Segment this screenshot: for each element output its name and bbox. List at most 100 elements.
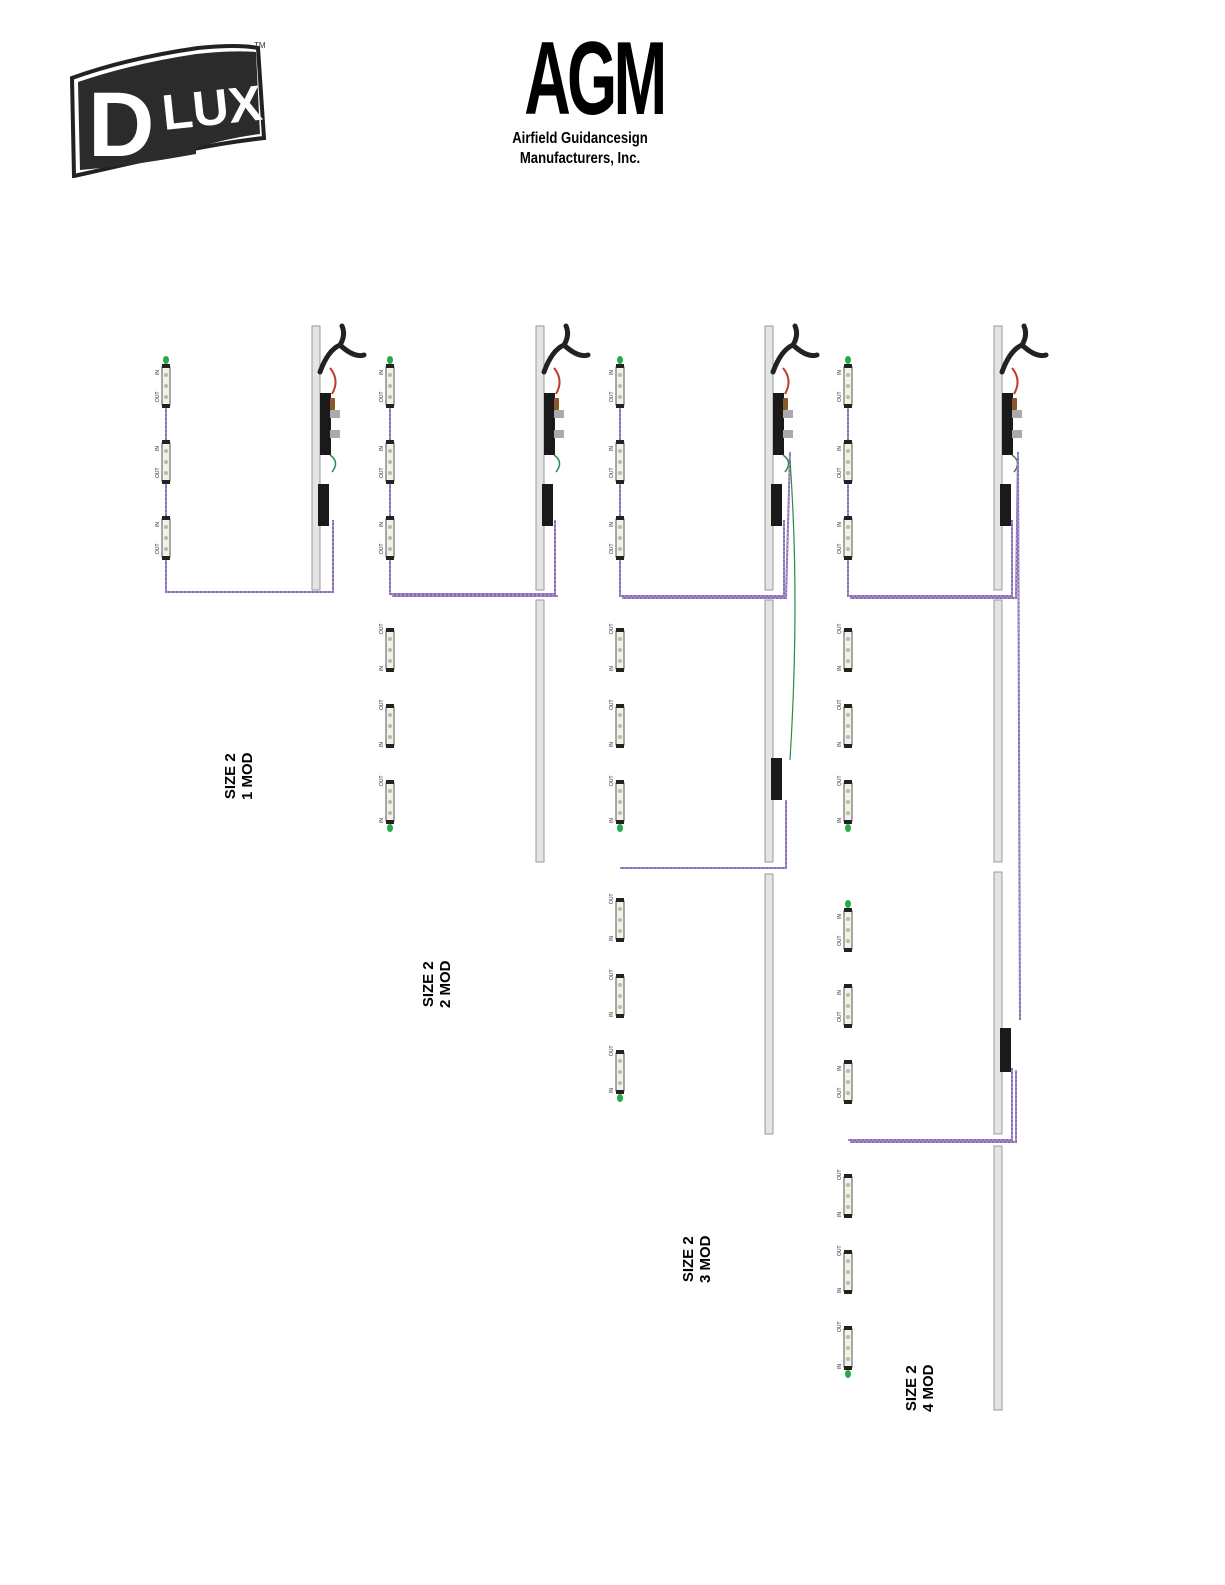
power-lead bbox=[782, 367, 790, 395]
led-connector bbox=[162, 404, 170, 408]
power-driver bbox=[771, 758, 782, 800]
led-out-label: OUT bbox=[837, 935, 843, 946]
wire-end-cap bbox=[845, 1370, 851, 1378]
led-connector bbox=[616, 364, 624, 368]
led-out-label: OUT bbox=[837, 543, 843, 554]
led-in-label: IN bbox=[609, 1012, 615, 1017]
led-chip bbox=[846, 1004, 850, 1008]
led-chip bbox=[846, 735, 850, 739]
led-in-label: IN bbox=[609, 370, 615, 375]
led-connector bbox=[162, 480, 170, 484]
led-chip bbox=[388, 713, 392, 717]
led-chip bbox=[846, 1335, 850, 1339]
led-connector bbox=[616, 704, 624, 708]
led-connector bbox=[162, 556, 170, 560]
wire-end-cap bbox=[387, 824, 393, 832]
mounting-bolt bbox=[554, 410, 564, 418]
power-lead bbox=[329, 367, 337, 395]
led-connector bbox=[844, 364, 852, 368]
led-chip bbox=[388, 536, 392, 540]
led-in-label: IN bbox=[837, 990, 843, 995]
led-chip bbox=[846, 713, 850, 717]
dlux-letters-lux: LUX bbox=[159, 75, 264, 141]
led-chip bbox=[618, 713, 622, 717]
led-chip bbox=[846, 1091, 850, 1095]
mounting-bolt bbox=[330, 430, 340, 438]
led-in-label: IN bbox=[837, 914, 843, 919]
led-connector bbox=[844, 704, 852, 708]
led-connector bbox=[844, 1174, 852, 1178]
wire-run bbox=[847, 364, 1013, 597]
led-connector bbox=[844, 440, 852, 444]
power-supply bbox=[773, 393, 784, 455]
led-chip bbox=[846, 373, 850, 377]
led-chip bbox=[846, 659, 850, 663]
led-in-label: IN bbox=[837, 666, 843, 671]
assembly-size-text: SIZE 2 bbox=[222, 753, 239, 800]
led-connector bbox=[844, 404, 852, 408]
led-chip bbox=[388, 735, 392, 739]
led-in-label: IN bbox=[609, 818, 615, 823]
led-connector bbox=[386, 480, 394, 484]
assembly-size-text: SIZE 2 bbox=[420, 961, 437, 1008]
led-connector bbox=[616, 1014, 624, 1018]
ground-wire bbox=[782, 454, 790, 473]
assembly-mod-text: 1 MOD bbox=[239, 752, 256, 800]
led-in-label: IN bbox=[609, 666, 615, 671]
power-cable-entry bbox=[999, 323, 1049, 375]
led-connector bbox=[616, 938, 624, 942]
led-chip bbox=[618, 648, 622, 652]
led-connector bbox=[616, 974, 624, 978]
terminal-nut bbox=[1012, 398, 1017, 410]
led-chip bbox=[618, 983, 622, 987]
led-chip bbox=[388, 800, 392, 804]
led-connector bbox=[844, 948, 852, 952]
dlux-trademark: TM bbox=[254, 41, 266, 50]
led-out-label: OUT bbox=[155, 391, 161, 402]
led-chip bbox=[846, 789, 850, 793]
aluminum-rail bbox=[993, 325, 1003, 591]
dlux-letter-d: D bbox=[88, 74, 154, 176]
led-out-label: OUT bbox=[609, 467, 615, 478]
power-supply bbox=[320, 393, 331, 455]
mounting-bolt bbox=[783, 410, 793, 418]
led-chip bbox=[618, 384, 622, 388]
led-connector bbox=[844, 908, 852, 912]
led-chip bbox=[618, 525, 622, 529]
wire-end-cap bbox=[387, 356, 393, 364]
led-out-label: OUT bbox=[379, 775, 385, 786]
led-connector bbox=[616, 780, 624, 784]
wire-run bbox=[619, 364, 785, 597]
led-in-label: IN bbox=[379, 666, 385, 671]
aluminum-rail bbox=[764, 873, 774, 1135]
led-chip bbox=[164, 471, 168, 475]
wire-run-twist bbox=[850, 1070, 1017, 1143]
led-in-label: IN bbox=[837, 1364, 843, 1369]
led-chip bbox=[846, 800, 850, 804]
led-connector bbox=[844, 984, 852, 988]
ground-wire bbox=[789, 459, 796, 761]
led-chip bbox=[388, 373, 392, 377]
led-chip bbox=[618, 1059, 622, 1063]
led-chip bbox=[388, 637, 392, 641]
led-chip bbox=[618, 918, 622, 922]
led-chip bbox=[618, 735, 622, 739]
power-cable-entry bbox=[770, 323, 820, 375]
power-cable-entry bbox=[541, 323, 591, 375]
assembly-mod-text: 2 MOD bbox=[437, 960, 454, 1008]
led-out-label: OUT bbox=[609, 699, 615, 710]
led-in-label: IN bbox=[379, 446, 385, 451]
wire-run bbox=[1017, 455, 1021, 1021]
aluminum-rail bbox=[535, 325, 545, 591]
